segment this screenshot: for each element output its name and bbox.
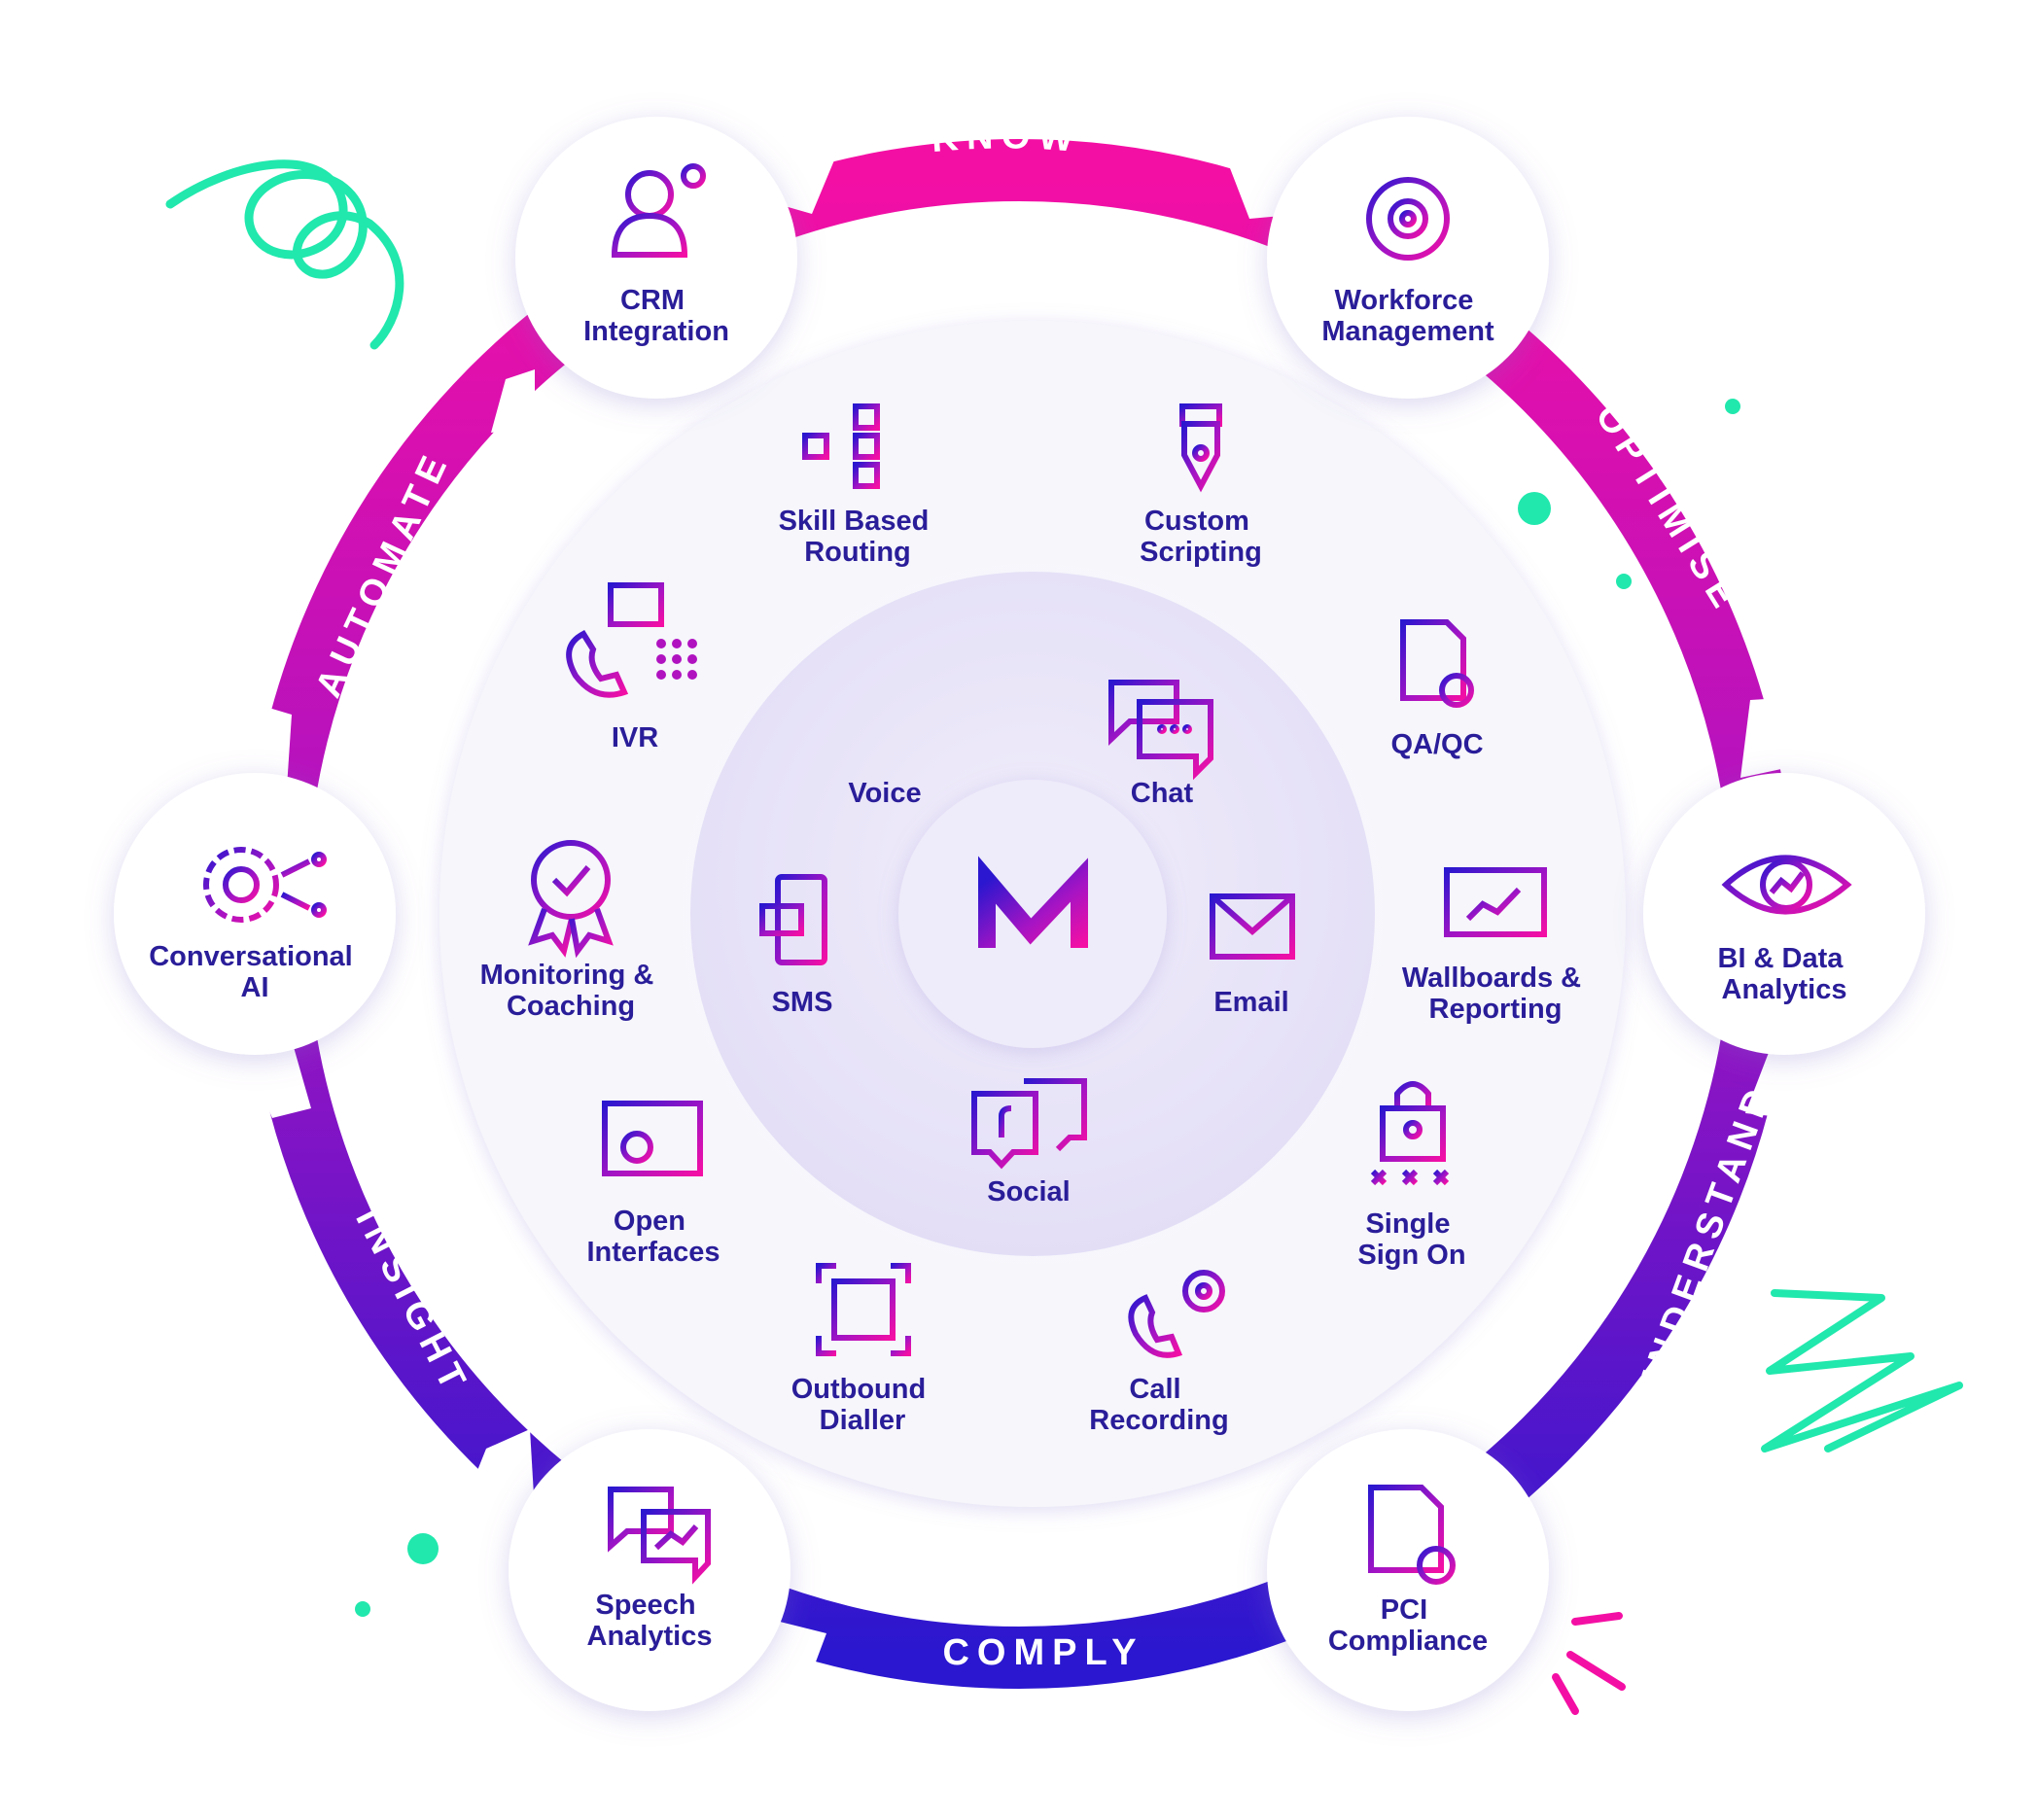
browser-settings-icon — [602, 1101, 703, 1176]
outer-node[interactable]: BI & Data Analytics — [1643, 773, 1925, 1055]
middle-node[interactable]: Monitoring & Coaching — [480, 840, 662, 1022]
inner-node[interactable]: SMS — [759, 874, 833, 1018]
chat-bubbles-icon — [1108, 680, 1213, 781]
routing-tree-icon — [802, 403, 904, 489]
outer-node[interactable]: Speech Analytics — [509, 1429, 791, 1711]
outer-node[interactable]: Conversational AI — [114, 773, 396, 1055]
node-label: Wallboards & Reporting — [1402, 962, 1589, 1025]
middle-node[interactable]: Open Interfaces — [586, 1101, 720, 1268]
expand-arrows-icon — [816, 1263, 911, 1356]
checklist-icon — [1400, 619, 1474, 708]
node-label: Skill Based Routing — [779, 506, 937, 568]
document-check-icon — [1368, 1485, 1456, 1585]
dot-decoration — [1518, 492, 1551, 525]
node-label: Open Interfaces — [586, 1206, 720, 1268]
center-hub — [898, 780, 1167, 1048]
node-label: Conversational AI — [149, 941, 361, 1003]
social-bubbles-icon — [971, 1078, 1087, 1170]
middle-node[interactable]: Call Recording — [1089, 1270, 1229, 1436]
award-badge-icon — [528, 840, 614, 959]
node-label: Chat — [1131, 778, 1194, 809]
phone-record-icon — [1128, 1270, 1225, 1358]
node-label: SMS — [772, 987, 833, 1018]
padlock-icon — [1370, 1081, 1450, 1186]
phone-keypad-icon — [566, 582, 697, 698]
inner-node[interactable]: Chat — [1108, 680, 1213, 809]
segment-label-comply: COMPLY — [942, 1632, 1143, 1673]
squiggle-decoration — [165, 159, 404, 350]
outer-node[interactable]: PCI Compliance — [1267, 1429, 1549, 1711]
node-label: Single Sign On — [1357, 1208, 1465, 1271]
segment-label-know: KNOW — [930, 116, 1082, 160]
burst-decoration — [1552, 1612, 1626, 1715]
inner-nodes: Voice Chat Email — [759, 680, 1295, 1208]
dot-decoration — [355, 1601, 370, 1617]
middle-node[interactable]: Custom Scripting — [1140, 403, 1262, 568]
node-label: Monitoring & Coaching — [480, 960, 662, 1022]
node-label: Email — [1213, 987, 1288, 1018]
chat-chart-icon — [608, 1487, 711, 1585]
gear-cycle-icon — [1366, 177, 1450, 261]
m-logo-icon — [978, 856, 1088, 948]
pen-nib-icon — [1179, 403, 1222, 493]
node-label: Social — [987, 1176, 1070, 1208]
middle-node[interactable]: Single Sign On — [1357, 1081, 1466, 1271]
dot-decoration — [1725, 399, 1740, 414]
node-label: QA/QC — [1390, 729, 1483, 760]
inner-node[interactable]: Voice — [822, 689, 950, 809]
node-label: Outbound Dialler — [791, 1374, 934, 1436]
outer-nodes: CRM Integration Workforce Management — [114, 117, 1925, 1711]
dot-decoration — [407, 1533, 439, 1564]
middle-node[interactable]: Skill Based Routing — [779, 403, 937, 568]
outer-node[interactable]: CRM Integration — [515, 117, 797, 399]
zigzag-decoration — [1761, 1289, 1963, 1452]
node-label: Workforce Management — [1321, 285, 1494, 347]
node-label: Custom Scripting — [1140, 506, 1262, 568]
middle-nodes: Skill Based Routing Custom Scripting — [480, 403, 1589, 1436]
decorations — [165, 159, 1963, 1715]
eye-chart-icon — [1721, 855, 1852, 915]
node-label: Speech Analytics — [587, 1590, 713, 1652]
waveform-icon — [822, 689, 950, 763]
node-label: CRM Integration — [583, 285, 729, 347]
node-label: PCI Compliance — [1328, 1594, 1488, 1657]
node-label: BI & Data Analytics — [1718, 943, 1851, 1005]
inner-node[interactable]: Email — [1210, 893, 1295, 1018]
user-gear-icon — [611, 163, 706, 258]
node-label: IVR — [612, 722, 658, 753]
wallboard-chart-icon — [1444, 867, 1547, 937]
middle-node[interactable]: QA/QC — [1390, 619, 1484, 760]
middle-node[interactable]: IVR — [566, 582, 697, 753]
dot-decoration — [1616, 574, 1632, 589]
node-label: Call Recording — [1089, 1374, 1228, 1436]
middle-node[interactable]: Outbound Dialler — [791, 1263, 934, 1436]
inner-node[interactable]: Social — [971, 1078, 1087, 1208]
middle-node[interactable]: Wallboards & Reporting — [1402, 867, 1589, 1025]
node-label: Voice — [848, 778, 921, 809]
gear-network-icon — [203, 847, 327, 923]
mobile-message-icon — [759, 874, 827, 965]
outer-node[interactable]: Workforce Management — [1267, 117, 1549, 399]
envelope-icon — [1210, 893, 1295, 960]
